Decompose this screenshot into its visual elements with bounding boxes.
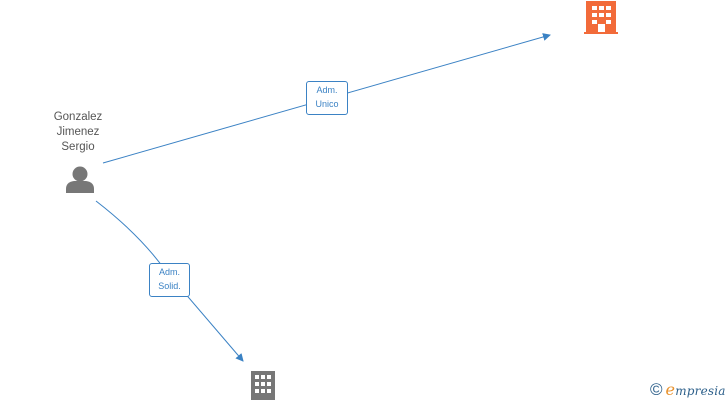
brand-rest: mpresia	[675, 383, 726, 398]
edge-label-adm-solid: Adm. Solid.	[149, 263, 190, 297]
edge-label-line-1: Adm.	[158, 267, 180, 277]
copyright-icon: ©	[650, 379, 663, 399]
brand-footer: © empresia	[650, 378, 726, 400]
person-name-line-3: Sergio	[61, 141, 95, 153]
edge-label-line-2: Solid.	[158, 281, 181, 291]
brand-initial: e	[665, 379, 676, 399]
edge-label-line-1: Adm.	[316, 85, 338, 95]
brand-logo[interactable]: empresia	[666, 380, 726, 399]
edge-label-line-2: Unico	[315, 99, 339, 109]
building-icon[interactable]	[584, 1, 618, 34]
building-icon[interactable]	[251, 371, 275, 400]
person-name-line-2: Jimenez	[56, 126, 100, 138]
person-name-line-1: Gonzalez	[53, 111, 103, 123]
edge-label-adm-unico: Adm. Unico	[306, 81, 348, 115]
person-icon[interactable]	[66, 166, 94, 194]
person-name: Gonzalez Jimenez Sergio	[38, 110, 118, 155]
